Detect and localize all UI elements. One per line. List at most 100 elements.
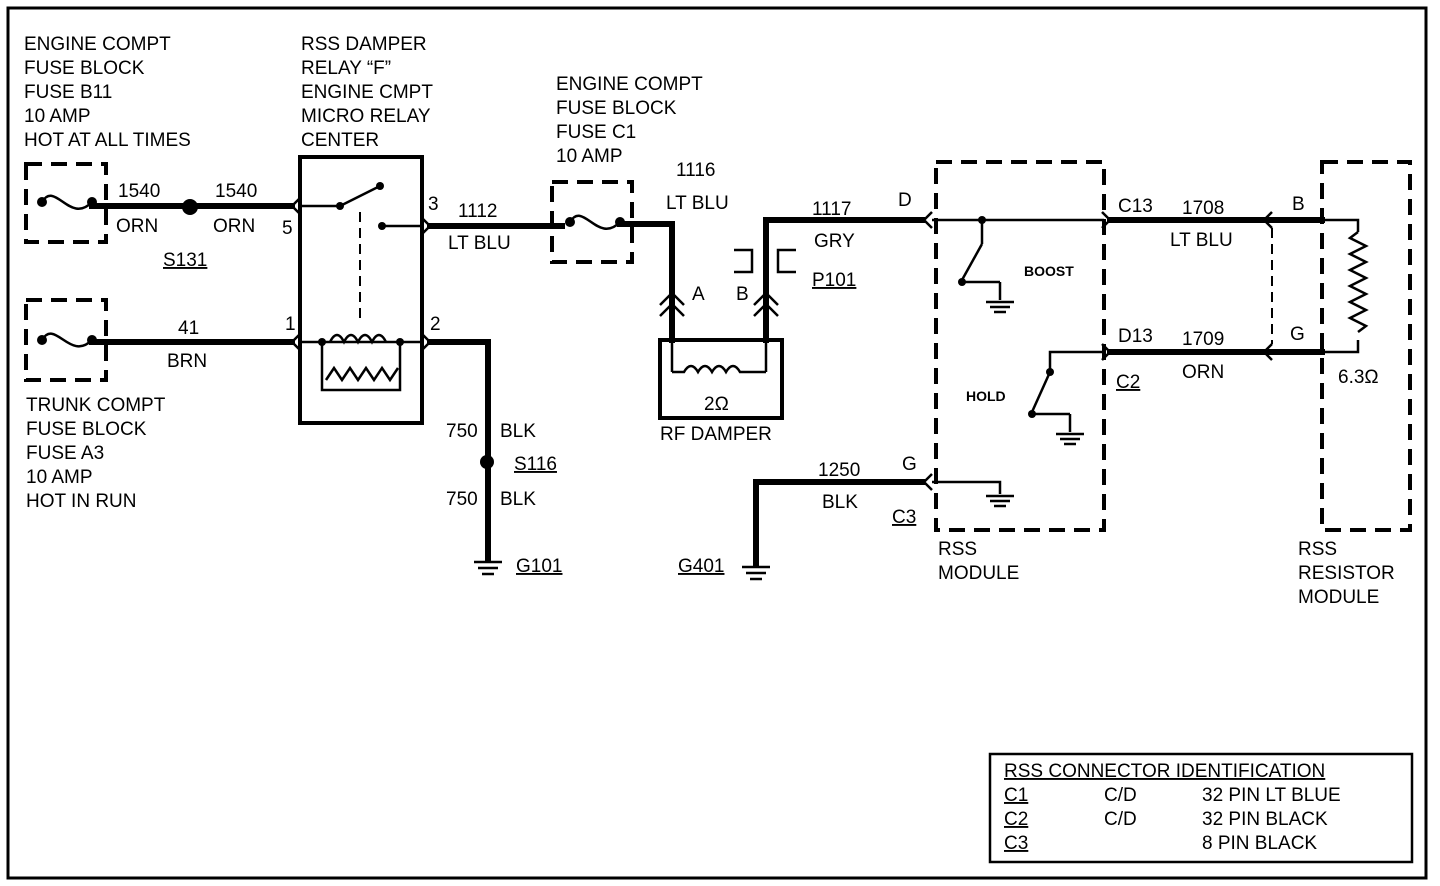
- wire-1116: [617, 221, 675, 343]
- wire-1250: [753, 479, 925, 568]
- connector-row-2-type: C/D: [1104, 809, 1137, 830]
- module-pin-g: G: [902, 454, 917, 475]
- module-conn-c3: C3: [892, 507, 916, 528]
- connector-row-2-desc: 32 PIN BLACK: [1202, 809, 1328, 830]
- fuse-a3-element: [40, 332, 93, 348]
- fuse-a3-housing: [24, 298, 108, 382]
- wire-1708-color: LT BLU: [1170, 230, 1233, 251]
- relay-pin-5: 5: [282, 218, 293, 239]
- fuse-c1-label-3: FUSE C1: [556, 122, 636, 143]
- relay-pin-3: 3: [428, 194, 439, 215]
- hold-switch-blade: [1030, 371, 1052, 413]
- rss-module-housing: [934, 160, 1106, 532]
- fuse-b11-label-1: ENGINE COMPT: [24, 34, 171, 55]
- module-pin-d: D: [898, 190, 912, 211]
- resistor-pin-b: B: [1292, 194, 1305, 215]
- wire-1250-circuit: 1250: [818, 460, 860, 481]
- module-conn-c2: C2: [1116, 372, 1140, 393]
- relay-switch-blade: [339, 184, 381, 208]
- p101-bracket-left: [734, 248, 754, 274]
- relay-coil: [328, 333, 388, 345]
- splice-s116-label: S116: [514, 454, 557, 475]
- fuse-a3-label-5: HOT IN RUN: [26, 491, 136, 512]
- fuse-c1-label-4: 10 AMP: [556, 146, 623, 167]
- relay-pin-2: 2: [430, 314, 441, 335]
- fuse-c1-housing: [550, 180, 634, 264]
- connector-row-1-desc: 32 PIN LT BLUE: [1202, 785, 1341, 806]
- relay-label-4: MICRO RELAY: [301, 106, 431, 127]
- wire-1540-a-circuit: 1540: [118, 181, 160, 202]
- resistor-pin-g: G: [1290, 324, 1305, 345]
- wire-1250-color: BLK: [822, 492, 858, 513]
- connector-table-border: [988, 752, 1414, 864]
- module-g-ground-icon: [986, 494, 1014, 508]
- wire-750-a-circuit: 750: [446, 421, 478, 442]
- wire-1709-circuit: 1709: [1182, 329, 1224, 350]
- resistor-name-2: RESISTOR: [1298, 563, 1395, 584]
- fuse-b11-housing: [24, 162, 108, 244]
- boost-ground-icon: [986, 300, 1014, 314]
- connector-table-title: RSS CONNECTOR IDENTIFICATION: [1004, 761, 1325, 782]
- wire-750-b-circuit: 750: [446, 489, 478, 510]
- module-name-2: MODULE: [938, 563, 1019, 584]
- fuse-c1-label-1: ENGINE COMPT: [556, 74, 703, 95]
- module-pin-d13: D13: [1118, 326, 1153, 347]
- connector-row-2-id: C2: [1004, 809, 1028, 830]
- wire-750: [427, 339, 491, 563]
- connector-p101-label: P101: [812, 270, 856, 291]
- resistor-value: 6.3Ω: [1338, 367, 1379, 388]
- hold-label: HOLD: [966, 388, 1006, 404]
- rss-resistor-module: B G 6.3Ω RSS RESISTOR MODULE: [1259, 160, 1412, 608]
- wire-1112-color: LT BLU: [448, 233, 511, 254]
- wire-1117-color: GRY: [814, 231, 855, 252]
- fuse-b11-label-5: HOT AT ALL TIMES: [24, 130, 191, 151]
- ground-g101-label: G101: [516, 556, 562, 577]
- wire-1709-color: ORN: [1182, 362, 1224, 383]
- boost-switch-blade: [960, 243, 984, 281]
- fuse-a3-label-3: FUSE A3: [26, 443, 104, 464]
- wire-1112-circuit: 1112: [458, 201, 497, 222]
- connector-row-1-type: C/D: [1104, 785, 1137, 806]
- fuse-b11-label-3: FUSE B11: [24, 82, 112, 103]
- module-name-1: RSS: [938, 539, 977, 560]
- hold-ground-icon: [1056, 432, 1084, 446]
- wire-1116-color: LT BLU: [666, 193, 729, 214]
- resistor-module-housing: [1320, 160, 1412, 532]
- damper-housing: [658, 338, 784, 420]
- ground-g401-label: G401: [678, 556, 724, 577]
- relay-pin-1: 1: [285, 314, 296, 335]
- wire-41-circuit: 41: [178, 318, 199, 339]
- p101-bracket-right: [776, 248, 796, 274]
- relay-suppression-resistor: [324, 365, 400, 383]
- wire-1540-b-circuit: 1540: [215, 181, 257, 202]
- module-pin-c13: C13: [1118, 196, 1153, 217]
- fuse-b11-label-2: FUSE BLOCK: [24, 58, 145, 79]
- wire-1117: [763, 217, 925, 343]
- fuse-b11-element: [40, 194, 93, 210]
- damper-resistance: 2Ω: [704, 394, 729, 415]
- resistor-element: [1347, 231, 1369, 333]
- ground-g101-icon: [474, 560, 502, 576]
- fuse-c1-label-2: FUSE BLOCK: [556, 98, 677, 119]
- boost-label: BOOST: [1024, 263, 1074, 279]
- fuse-c1: ENGINE COMPT FUSE BLOCK FUSE C1 10 AMP: [550, 74, 703, 264]
- splice-s131-label: S131: [163, 250, 207, 271]
- relay-f: RSS DAMPER RELAY “F” ENGINE CMPT MICRO R…: [282, 34, 441, 425]
- resistor-name-1: RSS: [1298, 539, 1337, 560]
- connector-row-3-desc: 8 PIN BLACK: [1202, 833, 1317, 854]
- rf-damper: A B 2Ω RF DAMPER: [658, 284, 784, 445]
- wire-1117-circuit: 1117: [812, 199, 851, 220]
- connector-id-table: RSS CONNECTOR IDENTIFICATION C1 C/D 32 P…: [988, 752, 1414, 864]
- fuse-c1-element: [568, 214, 621, 230]
- fuse-b11-label-4: 10 AMP: [24, 106, 91, 127]
- wire-1540-a-color: ORN: [116, 216, 158, 237]
- fuse-a3-label-4: 10 AMP: [26, 467, 93, 488]
- wire-41-color: BRN: [167, 351, 207, 372]
- connector-row-1-id: C1: [1004, 785, 1028, 806]
- diagram-frame: [6, 6, 1428, 880]
- damper-pin-b: B: [736, 284, 749, 305]
- fuse-a3-label-2: FUSE BLOCK: [26, 419, 147, 440]
- ground-g401-icon: [742, 565, 770, 581]
- fuse-b11: ENGINE COMPT FUSE BLOCK FUSE B11 10 AMP …: [24, 34, 191, 244]
